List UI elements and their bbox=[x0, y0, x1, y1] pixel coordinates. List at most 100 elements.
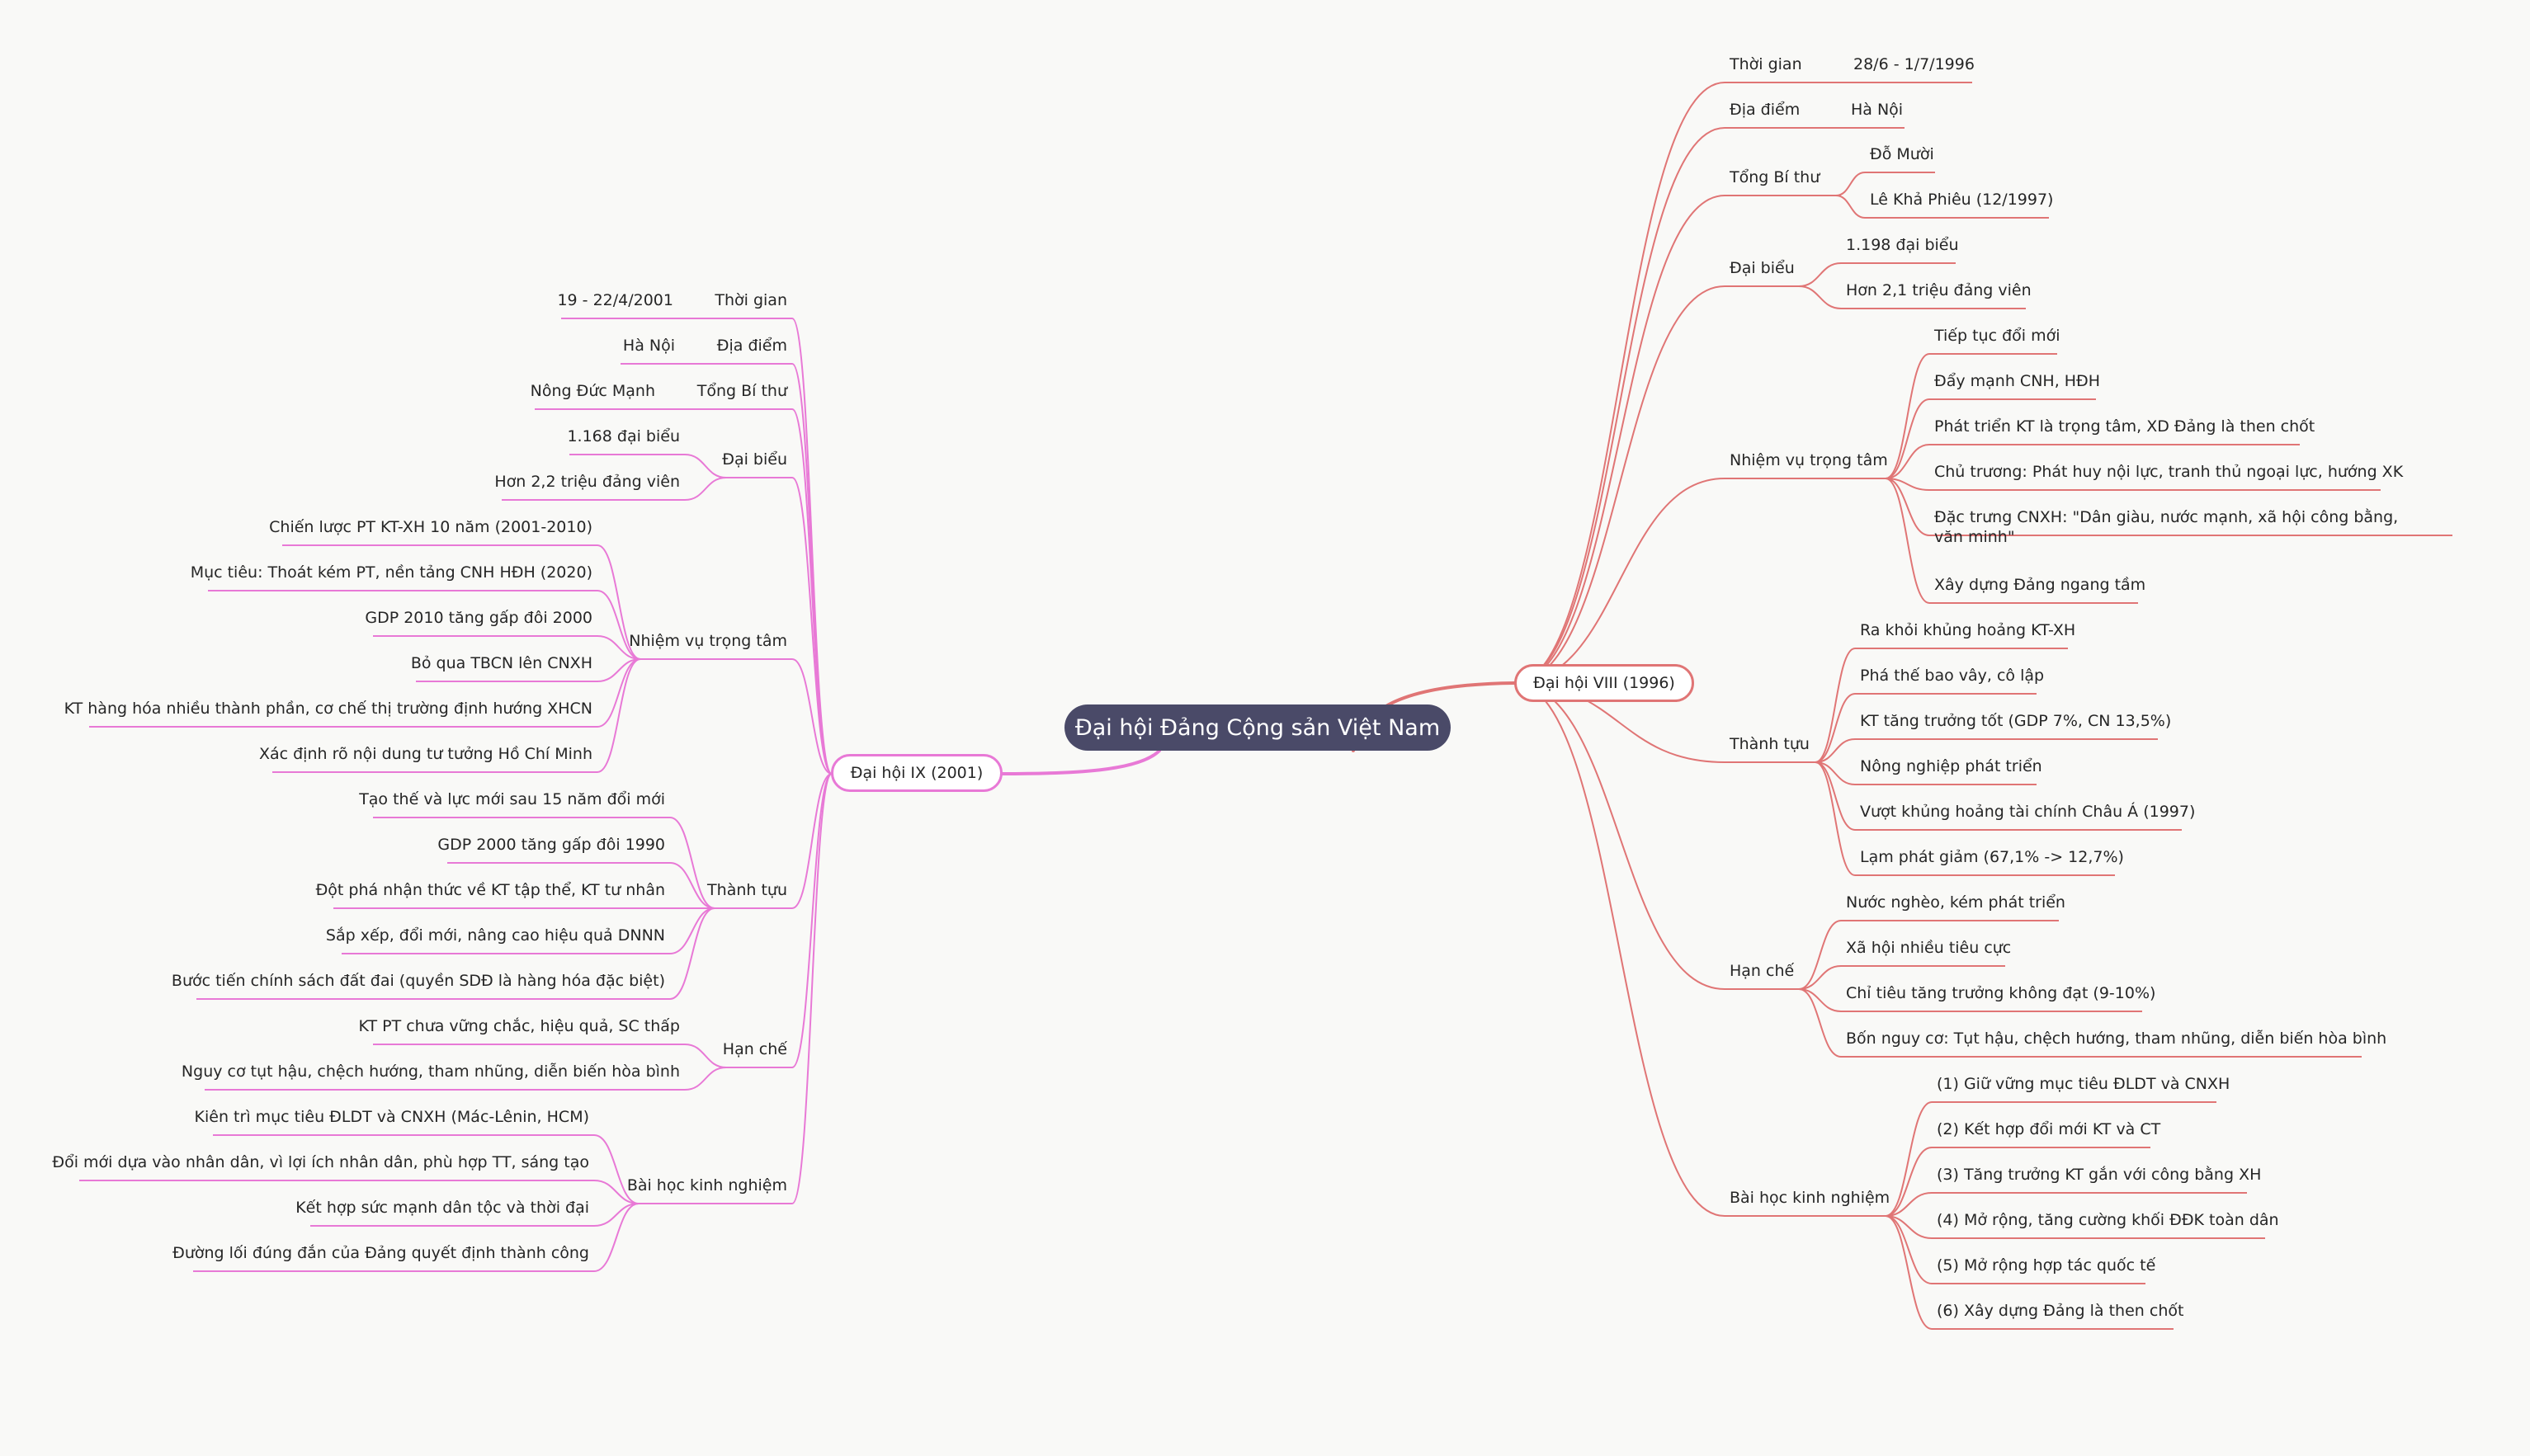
leaf-left: Kiên trì mục tiêu ĐLDT và CNXH (Mác-Lêni… bbox=[194, 1108, 589, 1126]
leaf-edge bbox=[1885, 1101, 2216, 1217]
leaf-left: Nông Đức Mạnh bbox=[530, 382, 655, 400]
leaf-right: Vượt khủng hoảng tài chính Châu Á (1997) bbox=[1860, 803, 2196, 821]
leaf-left: Hà Nội bbox=[622, 337, 675, 355]
leaf-right: Phát triển KT là trọng tâm, XD Đảng là t… bbox=[1934, 417, 2315, 436]
leaf-right: (6) Xây dựng Đảng là then chốt bbox=[1937, 1302, 2184, 1320]
leaf-right: Phá thế bao vây, cô lập bbox=[1860, 667, 2045, 685]
branch-left-dele_label bbox=[726, 477, 833, 775]
leaf-edge bbox=[1885, 1215, 2145, 1284]
leaf-right: Hà Nội bbox=[1851, 101, 1904, 119]
leaf-edge bbox=[1885, 353, 2057, 479]
branch-left-les_label bbox=[639, 773, 833, 1204]
leaf-edge bbox=[1815, 693, 2037, 763]
leaf-left: 1.168 đại biểu bbox=[567, 427, 680, 445]
leaf-edge bbox=[1798, 920, 2059, 990]
leaf-left: GDP 2000 tăng gấp đôi 1990 bbox=[437, 836, 665, 854]
leaf-left: Đổi mới dựa vào nhân dân, vì lợi ích nhâ… bbox=[52, 1153, 589, 1171]
leaf-right: (4) Mở rộng, tăng cường khối ĐĐK toàn dâ… bbox=[1937, 1211, 2279, 1229]
node-left-les_label: Bài học kinh nghiệm bbox=[626, 1176, 787, 1194]
leaf-left: GDP 2010 tăng gấp đôi 2000 bbox=[365, 609, 592, 627]
node-left-dele_label: Đại biểu bbox=[722, 450, 787, 469]
leaf-edge bbox=[1835, 172, 1935, 196]
leaf-edge bbox=[1885, 1215, 2174, 1330]
leaf-right: (1) Giữ vững mục tiêu ĐLDT và CNXH bbox=[1937, 1075, 2230, 1093]
leaf-right: Bốn nguy cơ: Tụt hậu, chệch hướng, tham … bbox=[1846, 1030, 2387, 1048]
leaf-left: Bước tiến chính sách đất đai (quyền SDĐ … bbox=[171, 972, 665, 990]
leaf-right: (3) Tăng trưởng KT gắn với công bằng XH bbox=[1937, 1166, 2262, 1184]
leaf-edge bbox=[1885, 398, 2096, 479]
leaf-left: Xác định rõ nội dung tư tưởng Hồ Chí Min… bbox=[258, 745, 592, 763]
leaf-left: Kết hợp sức mạnh dân tộc và thời đại bbox=[295, 1199, 589, 1217]
leaf-edge bbox=[1815, 761, 2037, 785]
leaf-right: Đặc trưng CNXH: "Dân giàu, nước mạnh, xã… bbox=[1934, 508, 2399, 546]
root-to-left-edge bbox=[1001, 749, 1161, 775]
branch-left-place_label bbox=[723, 363, 833, 775]
leaf-edge bbox=[1885, 478, 2381, 491]
leaf-edge bbox=[1835, 195, 2049, 219]
leaf-left: Đường lối đúng đắn của Đảng quyết định t… bbox=[172, 1244, 589, 1262]
leaf-edge bbox=[569, 454, 727, 478]
leaf-left: Sắp xếp, đổi mới, nâng cao hiệu quả DNNN bbox=[325, 926, 665, 945]
leaf-left: Đột phá nhận thức về KT tập thể, KT tư n… bbox=[315, 881, 665, 899]
node-right-dele_label: Đại biểu bbox=[1730, 259, 1795, 277]
leaf-left: Bỏ qua TBCN lên CNXH bbox=[410, 654, 592, 672]
node-right-ach_label: Thành tựu bbox=[1730, 735, 1810, 753]
main-node-left[interactable]: Đại hội IX (2001) bbox=[831, 754, 1003, 792]
leaf-edge bbox=[373, 817, 715, 909]
branch-left-lim_label bbox=[726, 773, 833, 1068]
leaf-right: Hơn 2,1 triệu đảng viên bbox=[1846, 281, 2032, 299]
leaf-right: (2) Kết hợp đổi mới KT và CT bbox=[1937, 1120, 2161, 1138]
leaf-left: Hơn 2,2 triệu đảng viên bbox=[494, 473, 680, 491]
node-left-place_label: Địa điểm bbox=[716, 337, 787, 355]
leaf-right: Ra khỏi khủng hoảng KT-XH bbox=[1860, 621, 2076, 639]
branch-left-ach_label bbox=[715, 773, 833, 909]
leaf-right: Đẩy mạnh CNH, HĐH bbox=[1934, 372, 2101, 390]
leaf-edge bbox=[89, 658, 641, 728]
leaf-right: Lạm phát giảm (67,1% -> 12,7%) bbox=[1860, 848, 2124, 866]
branch-left-task_label bbox=[640, 658, 833, 775]
leaf-edge bbox=[373, 635, 641, 660]
node-left-time_label: Thời gian bbox=[715, 291, 787, 309]
leaf-edge bbox=[1815, 761, 2182, 831]
leaf-left: Tạo thế và lực mới sau 15 năm đổi mới bbox=[359, 790, 665, 808]
branch-right-lim_label bbox=[1513, 682, 1799, 990]
leaf-left: Chiến lược PT KT-XH 10 năm (2001-2010) bbox=[269, 518, 592, 536]
leaf-edge bbox=[213, 1134, 640, 1204]
leaf-edge bbox=[1798, 988, 2142, 1012]
leaf-edge bbox=[282, 544, 641, 660]
leaf-edge bbox=[1885, 444, 2300, 479]
leaf-edge bbox=[196, 907, 715, 1000]
node-left-ach_label: Thành tựu bbox=[707, 881, 787, 899]
leaf-right: (5) Mở rộng hợp tác quốc tế bbox=[1937, 1256, 2156, 1275]
branch-right-les_label bbox=[1513, 682, 1886, 1217]
leaf-right: Xã hội nhiều tiêu cực bbox=[1846, 939, 2012, 957]
leaf-edge bbox=[1885, 478, 2138, 604]
leaf-edge bbox=[1798, 988, 2362, 1058]
leaf-edge bbox=[79, 1180, 640, 1204]
leaf-right: Nước nghèo, kém phát triển bbox=[1846, 893, 2065, 912]
node-right-task_label: Nhiệm vụ trọng tâm bbox=[1730, 451, 1888, 469]
leaf-right: 1.198 đại biểu bbox=[1846, 236, 1959, 254]
root-node[interactable]: Đại hội Đảng Cộng sản Việt Nam bbox=[1064, 704, 1451, 751]
node-right-les_label: Bài học kinh nghiệm bbox=[1730, 1189, 1890, 1207]
node-left-sec_label: Tổng Bí thư bbox=[696, 382, 787, 400]
leaf-edge bbox=[1798, 285, 2026, 309]
leaf-left: KT hàng hóa nhiều thành phần, cơ chế thị… bbox=[64, 700, 592, 718]
leaf-edge bbox=[502, 477, 727, 501]
node-left-lim_label: Hạn chế bbox=[722, 1040, 787, 1058]
leaf-right: Đỗ Mười bbox=[1870, 145, 1934, 163]
main-node-right[interactable]: Đại hội VIII (1996) bbox=[1514, 664, 1694, 702]
leaf-right: Lê Khả Phiêu (12/1997) bbox=[1870, 191, 2054, 209]
leaf-edge bbox=[416, 658, 641, 682]
leaf-left: 19 - 22/4/2001 bbox=[557, 291, 673, 309]
leaf-edge bbox=[1798, 965, 2005, 990]
node-right-lim_label: Hạn chế bbox=[1730, 962, 1795, 980]
leaf-right: Chủ trương: Phát huy nội lực, tranh thủ … bbox=[1934, 463, 2404, 481]
branch-right-dele_label bbox=[1513, 285, 1799, 684]
leaf-right: KT tăng trưởng tốt (GDP 7%, CN 13,5%) bbox=[1860, 712, 2172, 730]
leaf-right: 28/6 - 1/7/1996 bbox=[1853, 55, 1975, 73]
branch-left-sec_label bbox=[703, 408, 833, 775]
leaf-right: Xây dựng Đảng ngang tầm bbox=[1934, 576, 2146, 594]
leaf-edge bbox=[447, 862, 715, 909]
